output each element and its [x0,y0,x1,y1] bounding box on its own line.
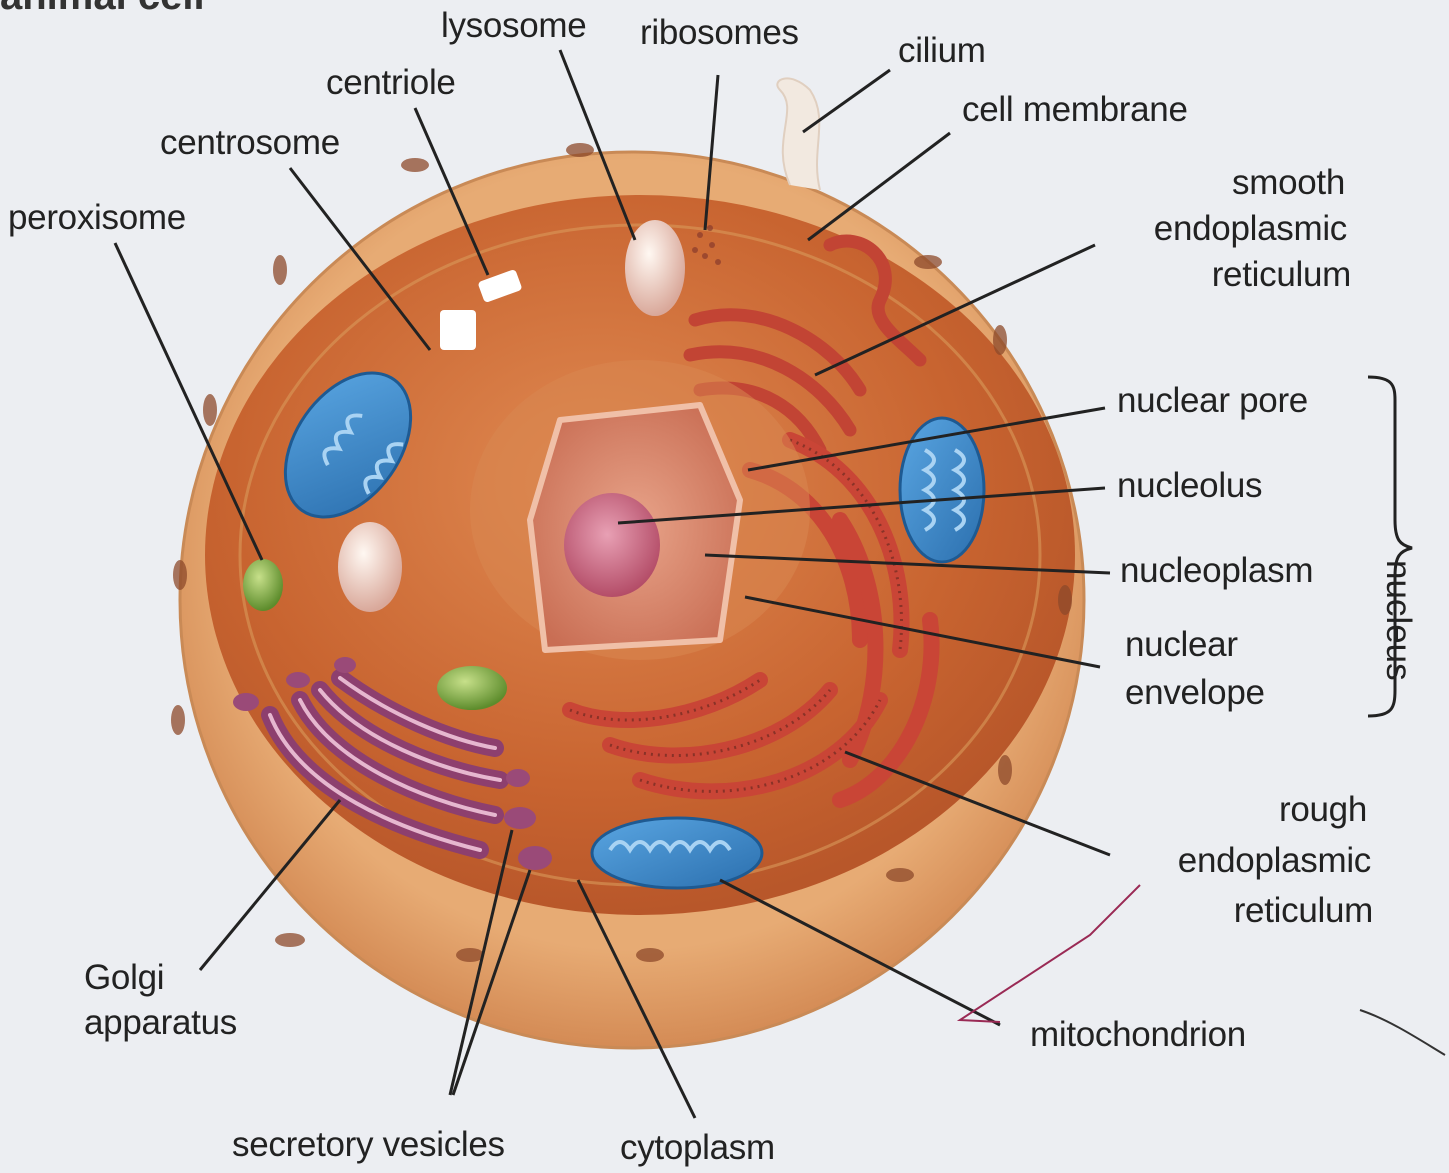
label-cytoplasm: cytoplasm [620,1125,775,1171]
label-centriole: centriole [326,60,456,106]
label-secretory-vesicles: secretory vesicles [232,1122,505,1168]
label-rough-er-line-3: reticulum [1234,888,1373,934]
label-nuclear-pore: nuclear pore [1117,378,1308,424]
label-nucleolus: nucleolus [1117,463,1262,509]
green-vesicle-shape [437,666,507,710]
label-nuclear-envelope-line-1: nuclear [1125,622,1238,668]
label-cilium: cilium [898,28,986,74]
label-centrosome: centrosome [160,120,340,166]
label-cell-membrane: cell membrane [962,87,1188,133]
label-peroxisome: peroxisome [8,195,186,241]
label-ribosomes: ribosomes [640,10,799,56]
label-smooth-er-line-1: smooth [1232,160,1345,206]
pen-annotation [960,885,1140,1022]
label-smooth-er-line-2: endoplasmic [1154,206,1347,252]
mitochondrion-shape-2 [900,418,984,562]
label-lysosome: lysosome [441,3,586,49]
label-rough-er-line-1: rough [1279,787,1367,833]
label-golgi-line-1: Golgi [84,955,164,1001]
mitochondrion-shape-3 [592,818,762,888]
label-nucleus: nucleus [1378,560,1418,681]
label-nuclear-envelope-line-2: envelope [1125,670,1265,716]
label-golgi-line-2: apparatus [84,1000,237,1046]
nucleolus-shape [564,493,660,597]
peroxisome-shape [243,559,283,611]
cilium-shape [777,78,820,190]
label-smooth-er-line-3: reticulum [1212,252,1351,298]
lysosome-shape-2 [338,522,402,612]
label-rough-er-line-2: endoplasmic [1178,838,1371,884]
label-mitochondrion: mitochondrion [1030,1012,1246,1058]
label-nucleoplasm: nucleoplasm [1120,548,1313,594]
